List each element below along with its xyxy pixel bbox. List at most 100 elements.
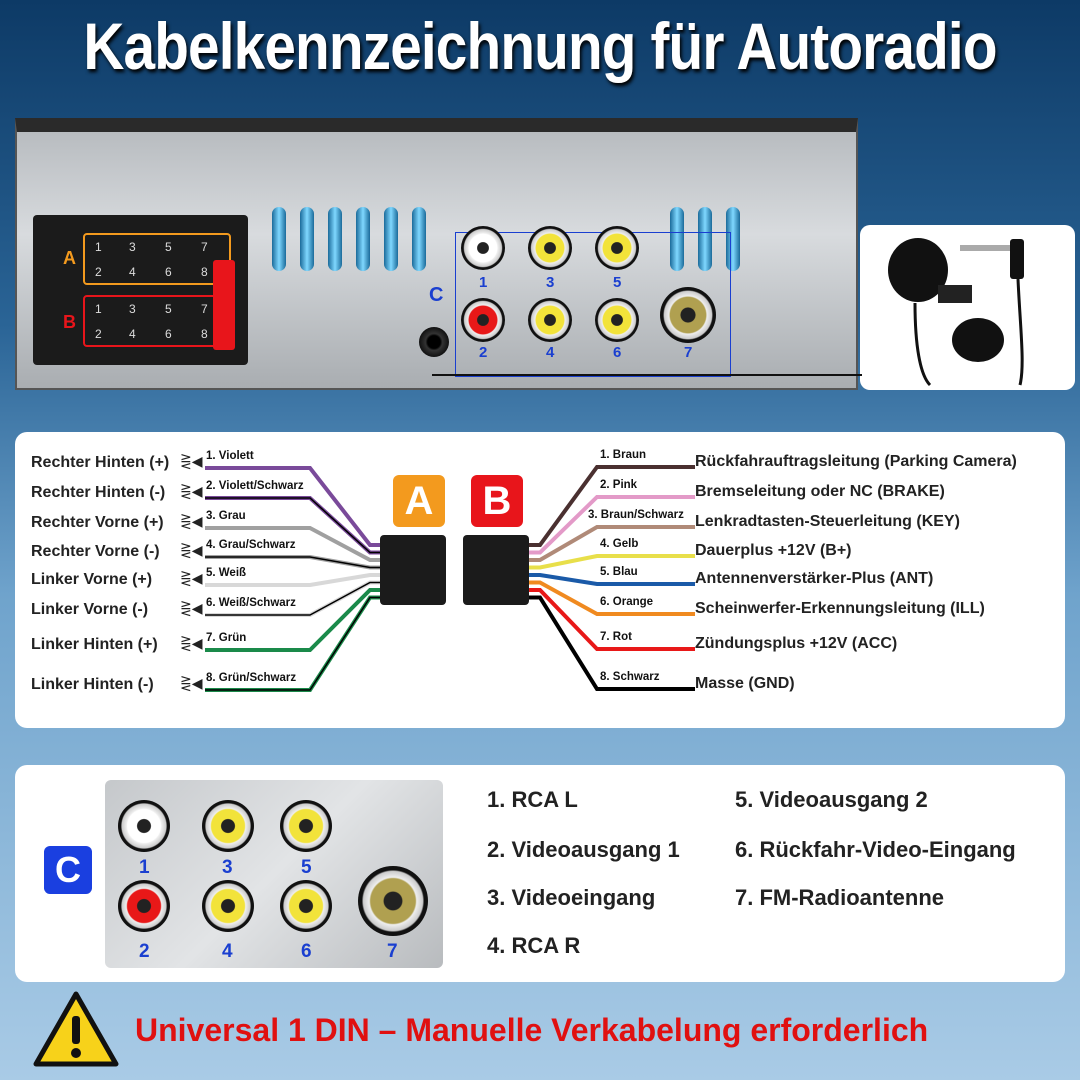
speaker-function: Rechter Vorne (-) <box>31 543 160 560</box>
vent <box>356 207 370 271</box>
wire-label: 8. Grün/Schwarz <box>206 672 297 684</box>
legend-item: 3. Videoeingang <box>487 885 656 910</box>
vent <box>698 207 712 271</box>
jack-number: 7 <box>387 941 398 962</box>
rca-jack-yellow <box>280 800 332 852</box>
pin: 2 <box>95 327 102 341</box>
pin: 5 <box>165 302 172 316</box>
jack-number: 1 <box>139 857 150 878</box>
wire-function: Antennenverstärker-Plus (ANT) <box>695 570 934 587</box>
pin: 4 <box>129 265 136 279</box>
connector-a-plug <box>380 535 446 605</box>
speaker-icon: ⋛◀ <box>180 675 203 691</box>
wire-function: Lenkradtasten-Steuerleitung (KEY) <box>695 513 960 530</box>
rca-jack-white <box>118 800 170 852</box>
wire-left <box>205 466 382 547</box>
pin: 7 <box>201 240 208 254</box>
rca-jack-yellow <box>202 880 254 932</box>
wire-right <box>528 588 695 651</box>
rca-jack-yellow <box>202 800 254 852</box>
wire-label: 7. Grün <box>206 632 247 644</box>
vent <box>328 207 342 271</box>
jack-number: 5 <box>301 857 312 878</box>
jack-number: 7 <box>684 344 693 361</box>
rca-jack-yellow <box>528 298 572 342</box>
wire-left <box>205 588 382 652</box>
wire-label: 3. Grau <box>206 510 246 522</box>
speaker-icon: ⋛◀ <box>180 483 203 499</box>
pin: 3 <box>129 240 136 254</box>
wire-label: 1. Violett <box>206 450 254 462</box>
jack-number: 5 <box>613 274 622 291</box>
wire-left <box>205 573 382 587</box>
mic-cable <box>432 374 862 376</box>
legend-item: 6. Rückfahr-Video-Eingang <box>735 837 1016 862</box>
jack-number: 2 <box>479 344 488 361</box>
pin: 6 <box>165 265 172 279</box>
connector-b-plug <box>463 535 529 605</box>
jack-number: 6 <box>613 344 622 361</box>
jack-number: 3 <box>222 857 233 878</box>
warning-text: Universal 1 DIN – Manuelle Verkabelung e… <box>135 1012 929 1048</box>
jack-number: 2 <box>139 941 150 962</box>
rca-jack-yellow <box>595 298 639 342</box>
vent <box>384 207 398 271</box>
speaker-function: Linker Hinten (+) <box>31 636 158 653</box>
warning-triangle-icon <box>33 991 119 1067</box>
wire-label: 2. Violett/Schwarz <box>206 480 304 492</box>
rca-jack-yellow <box>528 226 572 270</box>
wire-function: Dauerplus +12V (B+) <box>695 542 852 559</box>
mic-jack <box>419 327 449 357</box>
speaker-icon: ⋛◀ <box>180 513 203 529</box>
wire-label: 1. Braun <box>600 449 647 461</box>
wire-function: Rückfahrauftragsleitung (Parking Camera) <box>695 453 1017 470</box>
vent <box>670 207 684 271</box>
rca-jack-yellow <box>595 226 639 270</box>
wire-label: 5. Blau <box>600 566 638 578</box>
pin: 1 <box>95 302 102 316</box>
legend-item: 1. RCA L <box>487 787 578 812</box>
port-c-badge: C <box>44 846 92 894</box>
wire-right <box>528 554 695 570</box>
connector-a-badge: A <box>393 475 445 527</box>
speaker-icon: ⋛◀ <box>180 600 203 616</box>
wire-stripe <box>205 596 382 691</box>
speaker-function: Linker Vorne (+) <box>31 571 153 588</box>
pin: 7 <box>201 302 208 316</box>
fuse <box>213 260 235 350</box>
speaker-icon: ⋛◀ <box>180 635 203 651</box>
speaker-function: Rechter Vorne (+) <box>31 514 164 531</box>
jack-number: 3 <box>546 274 555 291</box>
jack-number: 4 <box>222 941 233 962</box>
speaker-function: Linker Hinten (-) <box>31 676 154 693</box>
wire-function: Zündungsplus +12V (ACC) <box>695 635 898 652</box>
antenna-jack <box>660 287 716 343</box>
rca-jack-red <box>461 298 505 342</box>
vent <box>412 207 426 271</box>
speaker-function: Rechter Hinten (-) <box>31 484 166 501</box>
microphone-icon <box>888 238 1024 387</box>
wire-label: 6. Weiß/Schwarz <box>206 597 296 609</box>
wire-function: Scheinwerfer-Erkennungsleitung (ILL) <box>695 600 985 617</box>
pin: 8 <box>201 327 208 341</box>
block-b-label: B <box>63 312 76 332</box>
port-c-label: C <box>429 284 444 306</box>
wire-label: 3. Braun/Schwarz <box>588 509 684 521</box>
wire-right <box>528 595 695 691</box>
pin: 8 <box>201 265 208 279</box>
wire-right <box>528 525 695 562</box>
pin: 5 <box>165 240 172 254</box>
pin: 1 <box>95 240 102 254</box>
wire-right <box>528 495 695 555</box>
legend-item: 7. FM-Radioantenne <box>735 885 945 910</box>
wire-left <box>205 526 382 562</box>
legend-item: 4. RCA R <box>487 933 581 958</box>
wire-function: Bremseleitung oder NC (BRAKE) <box>695 483 945 500</box>
microphone-image <box>860 225 1075 390</box>
wire-function: Masse (GND) <box>695 675 795 692</box>
wire-label: 7. Rot <box>600 631 632 643</box>
jack-number: 4 <box>546 344 555 361</box>
speaker-function: Linker Vorne (-) <box>31 601 149 618</box>
